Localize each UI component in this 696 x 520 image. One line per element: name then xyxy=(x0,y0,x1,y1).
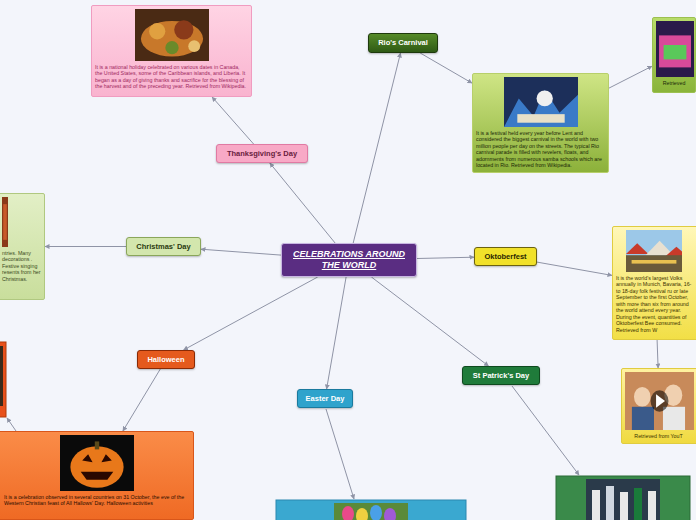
note-card: It is a festival held every year before … xyxy=(472,73,609,173)
leader-line xyxy=(326,409,354,499)
connector xyxy=(371,277,488,366)
connector xyxy=(353,53,400,243)
topic-label: CELEBRATIONS AROUND THE WORLD xyxy=(282,249,416,271)
photo xyxy=(626,230,682,272)
connector xyxy=(537,262,612,275)
image-card xyxy=(276,500,466,520)
topic-box: Thanksgiving's Day xyxy=(216,144,308,163)
photo xyxy=(625,372,694,430)
note-text: Retrieved xyxy=(656,80,692,86)
connector xyxy=(123,369,160,431)
topic-box: St Patrick's Day xyxy=(462,366,540,385)
topic-label: Halloween xyxy=(143,355,188,364)
leader-line xyxy=(512,386,579,475)
connector xyxy=(270,163,335,243)
note-card: It is the world's largest Volks annually… xyxy=(612,226,696,340)
connector xyxy=(327,277,347,389)
connector xyxy=(657,340,658,368)
photo xyxy=(135,9,209,61)
note-text: Retrieved from YouT xyxy=(625,433,692,439)
photo xyxy=(60,435,134,491)
photo xyxy=(656,21,694,77)
note-text: It is a celebration observed in several … xyxy=(4,494,190,507)
note-card: ntries. Many decorations . Festive singi… xyxy=(0,193,45,300)
connector xyxy=(417,257,474,258)
topic-box: Halloween xyxy=(137,350,195,369)
topic-box: Easter Day xyxy=(297,389,353,408)
connector xyxy=(212,97,254,144)
connector xyxy=(184,277,318,350)
topic-label: Easter Day xyxy=(302,394,349,403)
image-card xyxy=(0,342,6,417)
note-card: It is a celebration observed in several … xyxy=(0,431,194,520)
topic-label: Rio's Carnival xyxy=(374,38,432,47)
topic-box: Oktoberfest xyxy=(474,247,537,266)
topic-label: Christmas' Day xyxy=(132,242,194,251)
topic-label: Oktoberfest xyxy=(480,252,530,261)
connector xyxy=(45,246,126,247)
note-text: It is a festival held every year before … xyxy=(476,130,605,169)
image-card xyxy=(556,476,690,520)
connector xyxy=(420,53,472,83)
central-topic: CELEBRATIONS AROUND THE WORLD xyxy=(281,243,417,277)
note-text: It is a national holiday celebrated on v… xyxy=(95,64,248,90)
connector xyxy=(609,66,652,88)
note-text: ntries. Many decorations . Festive singi… xyxy=(2,250,41,282)
connector xyxy=(201,249,281,255)
topic-label: St Patrick's Day xyxy=(469,371,533,380)
photo xyxy=(2,197,8,247)
topic-box: Christmas' Day xyxy=(126,237,201,256)
leader-line xyxy=(7,418,16,431)
topic-box: Rio's Carnival xyxy=(368,33,438,53)
topic-label: Thanksgiving's Day xyxy=(223,149,301,158)
video-card: Retrieved from YouT xyxy=(621,368,696,444)
note-card: It is a national holiday celebrated on v… xyxy=(91,5,252,97)
photo xyxy=(504,77,578,127)
note-card: Retrieved xyxy=(652,17,696,93)
note-text: It is the world's largest Volks annually… xyxy=(616,275,692,333)
